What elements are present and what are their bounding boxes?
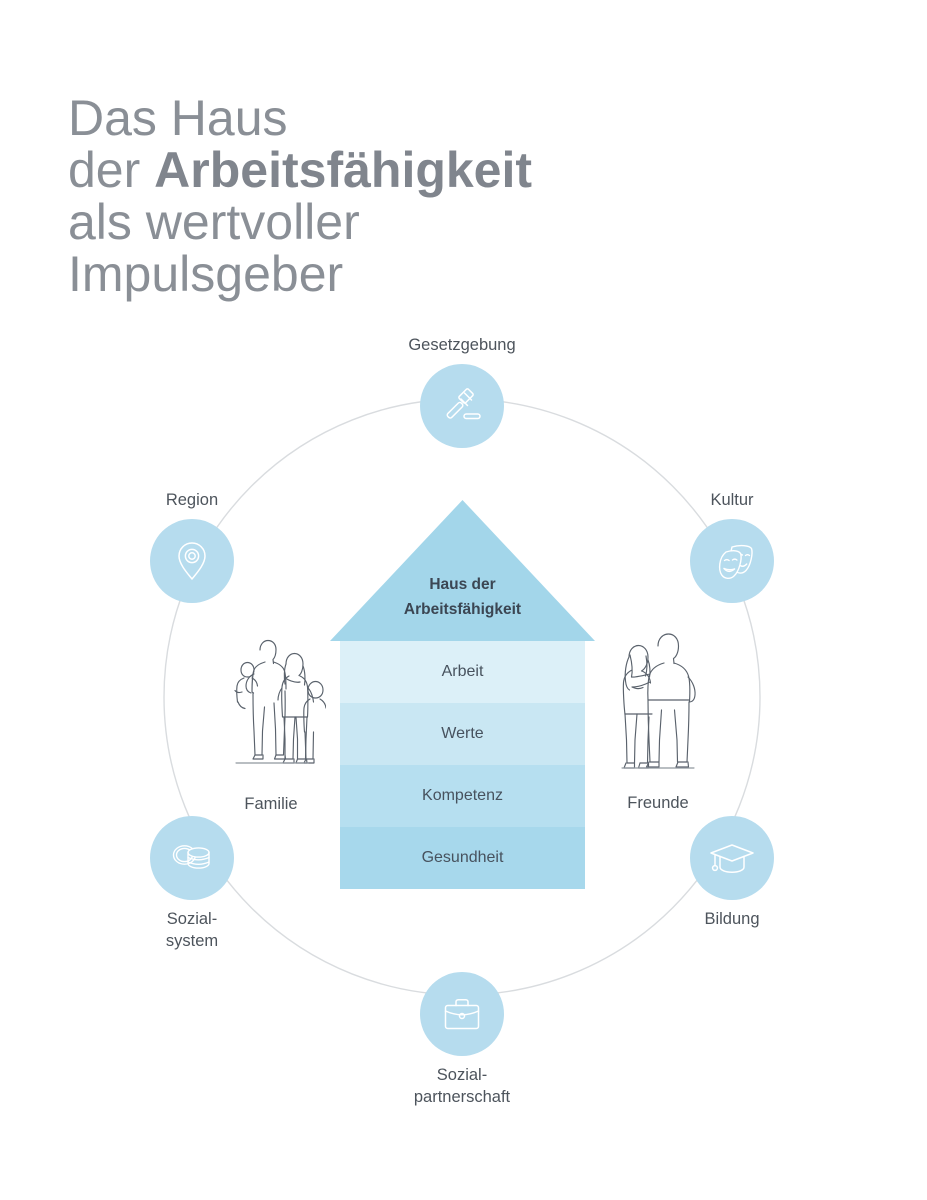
coins-icon: [172, 845, 210, 869]
node-gesetzgebung[interactable]: Gesetzgebung: [408, 336, 516, 448]
node-kultur[interactable]: Kultur: [690, 491, 774, 603]
house-diagram: Haus der Arbeitsfähigkeit Arbeit Werte K…: [330, 500, 595, 889]
house-floor-arbeit: Arbeit: [340, 641, 585, 703]
illustration-familie: Familie: [216, 628, 327, 814]
title-line-2-strong: Arbeitsfähigkeit: [154, 142, 533, 198]
people-label: Familie: [244, 795, 298, 813]
node-circle: [150, 816, 234, 900]
title-line-2-prefix: der: [68, 142, 155, 198]
title-line-2: der Arbeitsfähigkeit: [68, 144, 628, 196]
node-label: Bildung: [704, 910, 760, 928]
house-floor-kompetenz: Kompetenz: [340, 765, 585, 827]
family-illustration: [234, 639, 327, 764]
node-sozialpartnerschaft[interactable]: Sozial- partnerschaft: [414, 972, 510, 1106]
page-title: Das Haus der Arbeitsfähigkeit als wertvo…: [68, 92, 628, 300]
gavel-icon: [446, 388, 481, 420]
node-label: Region: [165, 491, 219, 509]
node-circle: [420, 972, 504, 1056]
node-circle: [690, 519, 774, 603]
node-sozialsystem[interactable]: Sozial- system: [150, 816, 234, 950]
node-region[interactable]: Region: [150, 491, 234, 603]
house-roof: [330, 500, 595, 641]
roof-triangle: [330, 500, 595, 641]
house-floor-label: Gesundheit: [421, 849, 504, 866]
node-bildung[interactable]: Bildung: [690, 816, 774, 928]
house-floor-werte: Werte: [340, 703, 585, 765]
illustration-freunde: Freunde: [608, 622, 708, 813]
node-circle: [420, 364, 504, 448]
house-floor-gesundheit: Gesundheit: [340, 827, 585, 889]
node-label: Kultur: [710, 491, 754, 509]
theater-masks-icon: [718, 544, 753, 579]
house-floor-label: Arbeit: [441, 663, 484, 680]
graduation-cap-icon: [710, 844, 754, 873]
title-line-1: Das Haus: [68, 90, 288, 146]
title-line-3: als wertvoller: [68, 194, 360, 250]
people-label: Freunde: [627, 794, 689, 812]
house-floor-label: Kompetenz: [422, 787, 503, 804]
node-label: Sozial- partnerschaft: [413, 1066, 511, 1106]
node-label: Gesetzgebung: [408, 336, 516, 354]
friends-illustration: [621, 633, 696, 769]
node-circle: [690, 816, 774, 900]
node-label: Sozial- system: [165, 910, 219, 950]
node-circle: [150, 519, 234, 603]
house-floor-label: Werte: [441, 725, 484, 742]
briefcase-icon: [444, 998, 480, 1030]
title-line-4: Impulsgeber: [68, 246, 344, 302]
map-pin-icon: [178, 542, 206, 580]
